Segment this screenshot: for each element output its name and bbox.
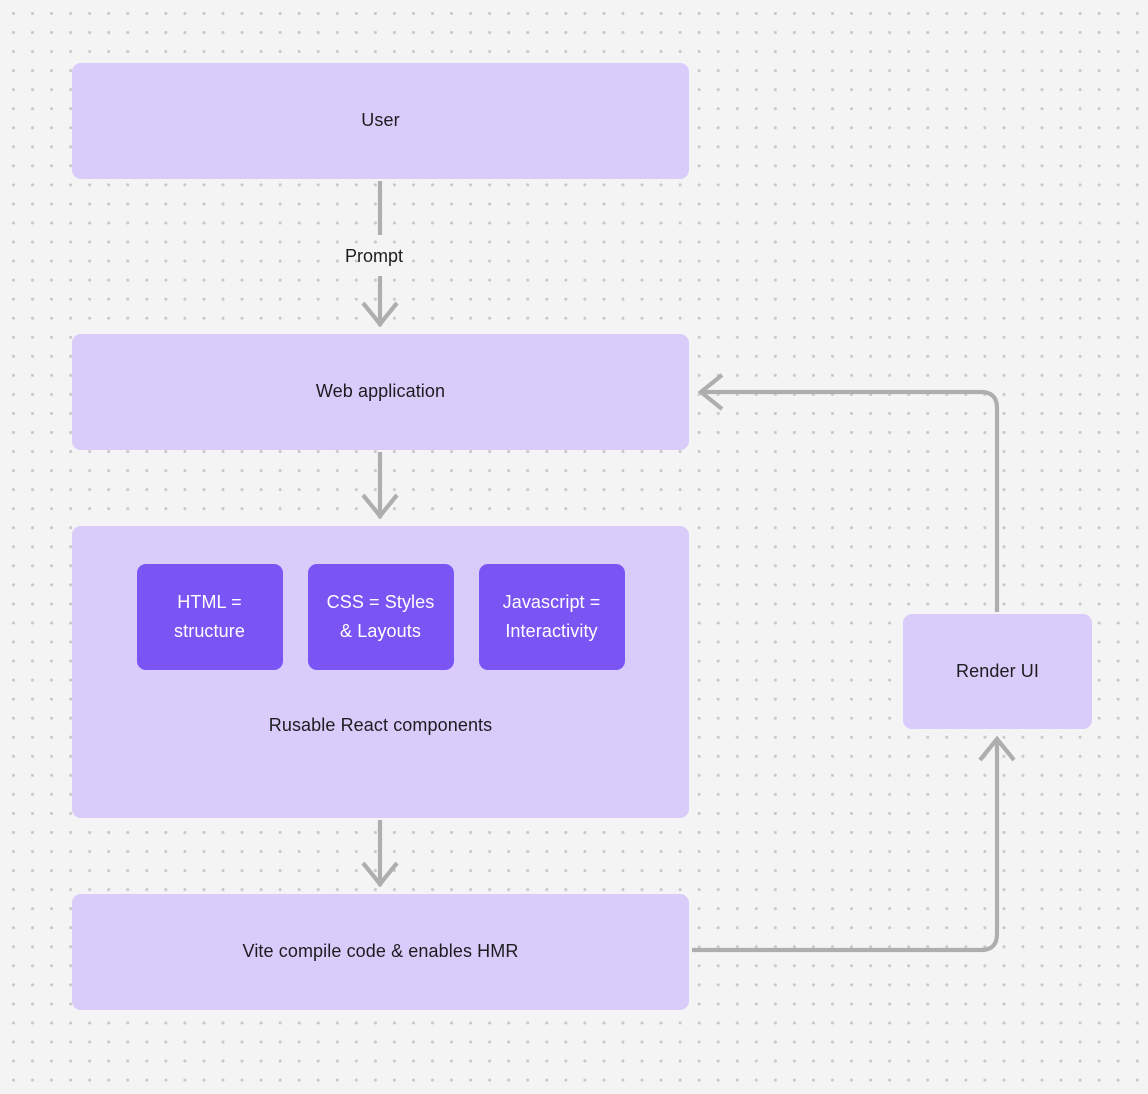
edge-webapp-to-components bbox=[361, 452, 399, 520]
chip-css-line1: CSS = Styles bbox=[326, 592, 435, 613]
chip-html-line1: HTML = bbox=[177, 592, 242, 613]
chip-html-line2: structure bbox=[174, 621, 245, 641]
chip-css[interactable]: CSS = Styles & Layouts bbox=[307, 564, 454, 670]
node-user[interactable]: User bbox=[72, 63, 689, 179]
edge-components-to-vite bbox=[361, 820, 399, 888]
node-vite[interactable]: Vite compile code & enables HMR bbox=[72, 894, 689, 1010]
chip-css-line2: & Layouts bbox=[340, 621, 421, 641]
node-render-ui-label: Render UI bbox=[956, 660, 1039, 681]
chip-row: HTML = structure CSS = Styles & Layouts … bbox=[72, 564, 689, 670]
node-web-application[interactable]: Web application bbox=[72, 334, 689, 450]
edge-vite-to-render bbox=[692, 735, 1016, 953]
node-vite-label: Vite compile code & enables HMR bbox=[242, 941, 519, 962]
node-react-components[interactable]: HTML = structure CSS = Styles & Layouts … bbox=[72, 526, 689, 818]
node-user-label: User bbox=[361, 110, 400, 131]
chip-javascript-line1: Javascript = bbox=[502, 592, 601, 613]
node-render-ui[interactable]: Render UI bbox=[903, 614, 1092, 729]
node-react-components-caption: Rusable React components bbox=[268, 715, 493, 735]
chip-javascript-line2: Interactivity bbox=[505, 621, 598, 641]
chip-javascript[interactable]: Javascript = Interactivity bbox=[478, 564, 625, 670]
edge-render-to-webapp bbox=[697, 373, 1000, 612]
edge-label-prompt: Prompt bbox=[345, 246, 404, 266]
node-web-application-label: Web application bbox=[315, 381, 446, 402]
chip-html[interactable]: HTML = structure bbox=[136, 564, 283, 670]
